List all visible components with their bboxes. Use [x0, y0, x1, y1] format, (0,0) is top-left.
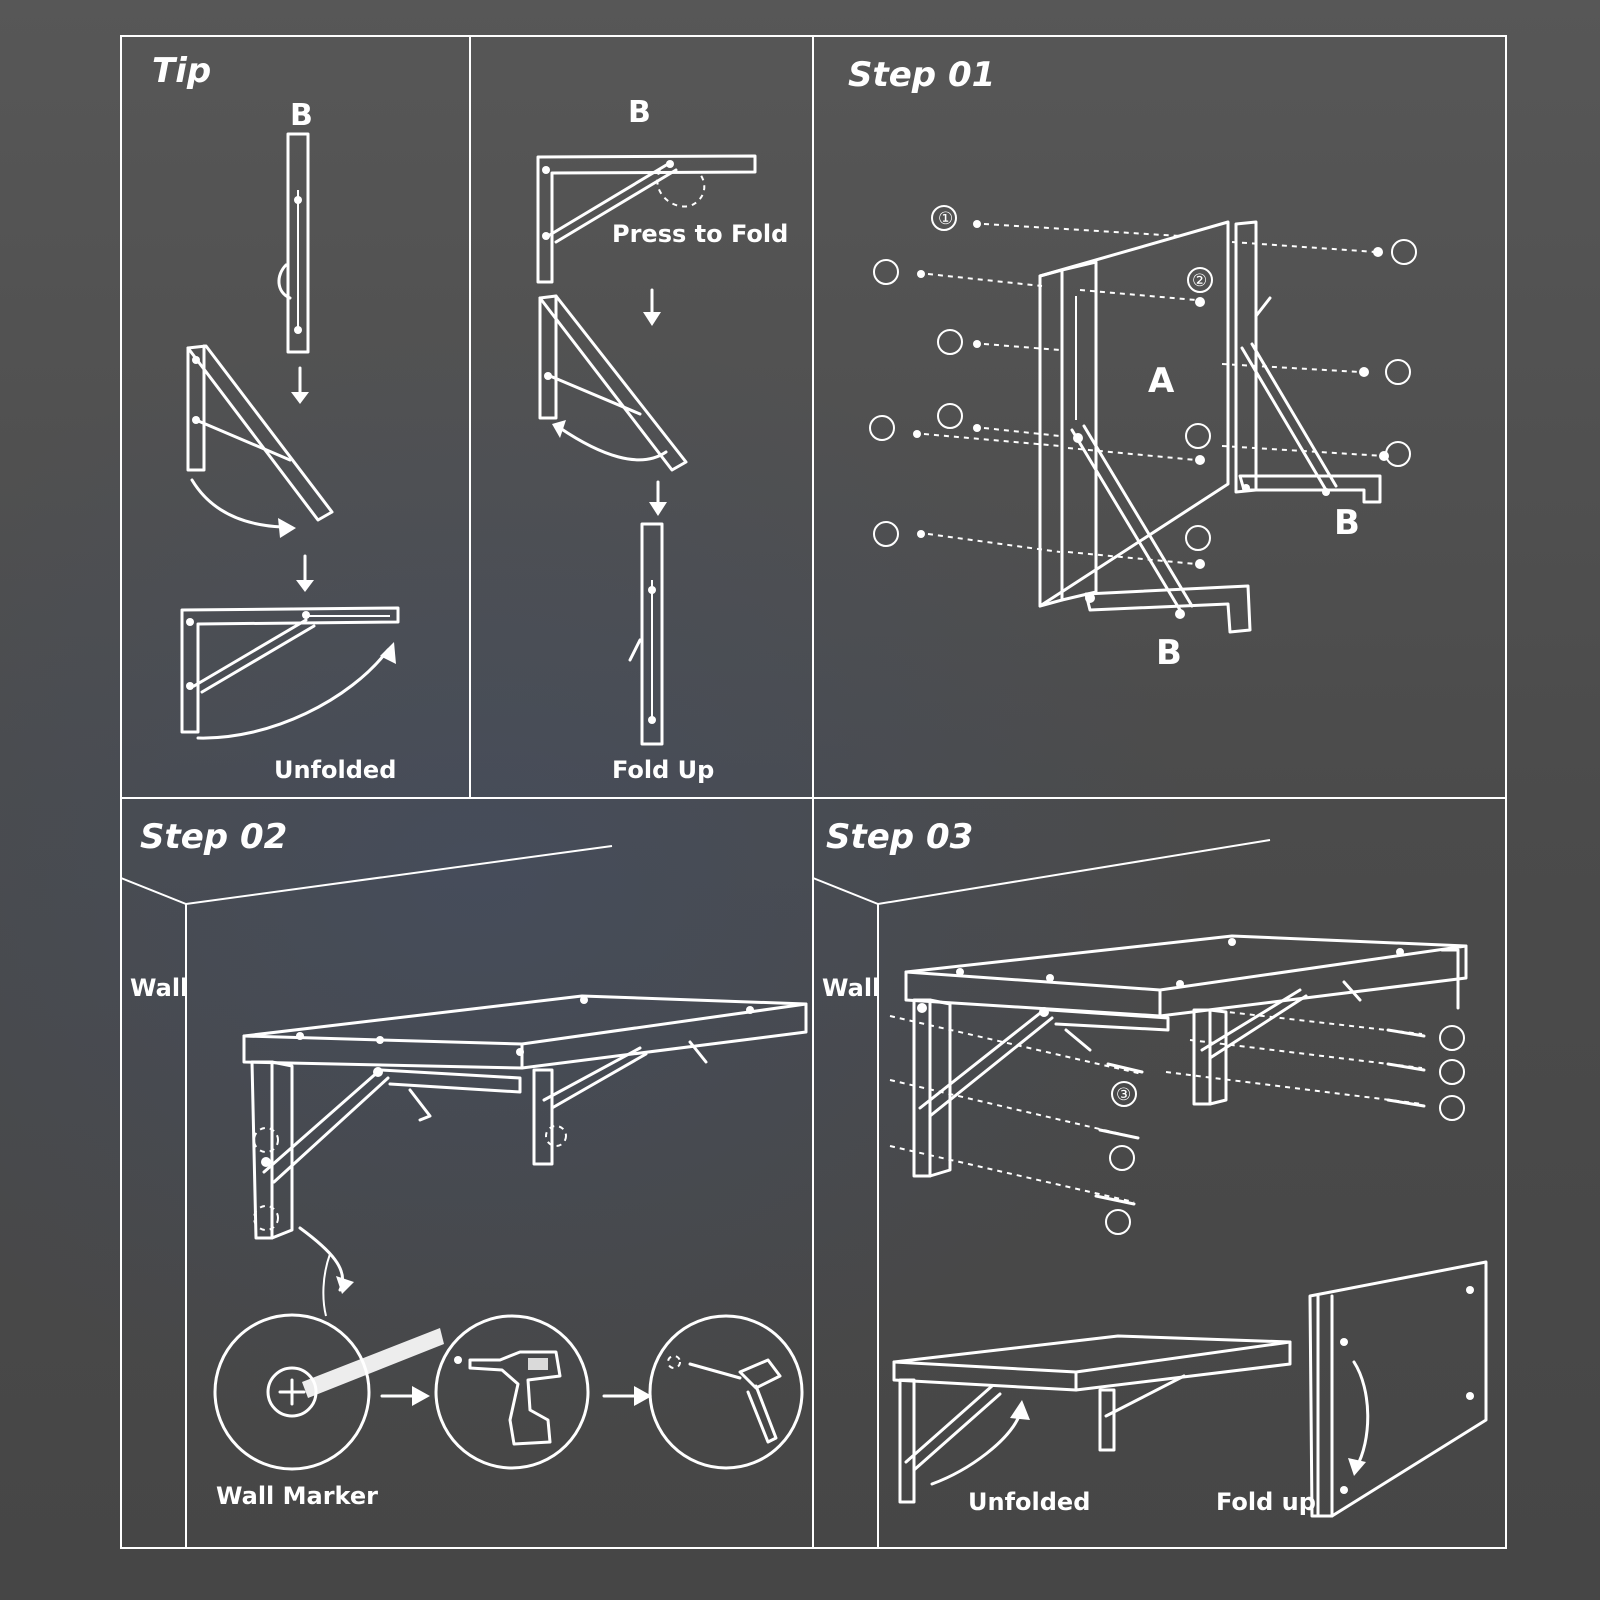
screw3-marker: ③: [1116, 1085, 1131, 1105]
step03-folded-table: [1308, 1260, 1488, 1518]
step03-table: [904, 934, 1468, 1178]
press-to-fold-label: Press to Fold: [612, 220, 788, 248]
panel-grid: [120, 35, 1507, 1549]
step03-foldup-label: Fold up: [1216, 1488, 1316, 1516]
folded-bracket: [277, 132, 310, 354]
rotate-arrow: [190, 478, 284, 529]
wall-marker-circle: [213, 1313, 444, 1471]
step03-title: Step 03: [826, 817, 973, 857]
fold-up-label: Fold Up: [612, 756, 714, 784]
screw-markers-3: ③: [1105, 1025, 1465, 1235]
step03-wall-label: Wall: [822, 974, 880, 1002]
step02-wall-label: Wall: [130, 974, 188, 1002]
screw-markers-1: ①: [869, 205, 963, 547]
drill-circle: [434, 1314, 590, 1470]
screw-lines-1: [913, 220, 1181, 553]
tip-title: Tip: [152, 51, 211, 91]
screw-markers-2: ②: [1185, 239, 1417, 551]
step02-table: [242, 994, 808, 1240]
screw-lines-2: [1067, 241, 1389, 569]
step03-panel: Step 03 Wall: [812, 817, 1488, 1548]
bracket-left: [1038, 260, 1252, 634]
fold-half-bracket: [538, 294, 688, 472]
fold-bracket-label: B: [628, 95, 651, 130]
tip-unfolded-label: Unfolded: [274, 756, 396, 784]
screw2-marker: ②: [1192, 271, 1207, 291]
tip-panel: Tip B: [152, 51, 400, 784]
screw-lines-3: [889, 1009, 1426, 1206]
board-a-label: A: [1148, 361, 1175, 401]
step01-title: Step 01: [848, 55, 995, 95]
step01-bracket-label-right: B: [1334, 503, 1360, 543]
tip-bracket-label: B: [290, 98, 313, 133]
step02-panel: Step 02 Wall: [120, 817, 808, 1548]
rotate-arrow-2: [196, 648, 390, 740]
step01-bracket-label-left: B: [1156, 633, 1182, 673]
fold-rotate-arrow: [558, 426, 668, 462]
half-bracket: [186, 344, 334, 522]
unfolded-bracket: [180, 606, 400, 734]
step01-panel: Step 01 A B B: [848, 55, 1417, 673]
fold-panel: B Press to Fold Fold: [536, 95, 788, 784]
bracket-right: [1234, 220, 1382, 504]
screw1-marker: ①: [938, 209, 953, 229]
step02-title: Step 02: [140, 817, 287, 857]
step03-unfolded-label: Unfolded: [968, 1488, 1090, 1516]
fold-folded-bracket: [628, 522, 664, 746]
wall-marker-label: Wall Marker: [216, 1482, 378, 1510]
fold-unfolded-bracket: [536, 154, 757, 284]
hammer-circle: [648, 1314, 804, 1470]
step03-unfolded-table: [892, 1334, 1292, 1504]
